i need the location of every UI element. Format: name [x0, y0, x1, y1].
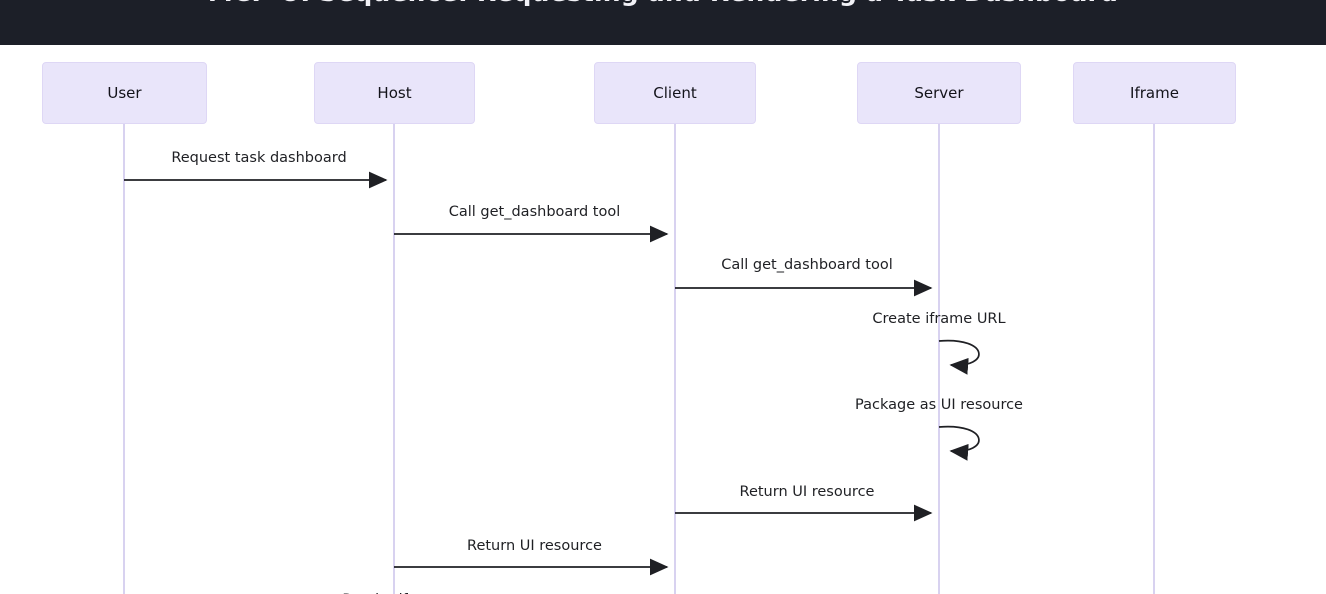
participant-box-client[interactable]: Client	[594, 62, 756, 124]
message-arrows-group	[124, 171, 980, 576]
participant-label-server: Server	[914, 84, 964, 102]
message-label-5: Return UI resource	[739, 484, 875, 500]
participant-label-iframe: Iframe	[1130, 84, 1179, 102]
participant-label-host: Host	[377, 84, 412, 102]
participant-box-server[interactable]: Server	[857, 62, 1021, 124]
message-label-2: Call get_dashboard tool	[721, 257, 893, 273]
participant-box-host[interactable]: Host	[314, 62, 475, 124]
diagram-title: MCP-UI Sequence: Requesting and Renderin…	[0, 0, 1326, 7]
diagram-canvas: User Host Client Server Iframe Request task …	[0, 45, 1326, 594]
message-label-1: Call get_dashboard tool	[448, 204, 621, 220]
self-message-3	[938, 339, 980, 375]
participant-label-client: Client	[653, 84, 697, 102]
message-label-3: Create iframe URL	[872, 311, 1006, 327]
diagram-vector-layer	[123, 124, 1155, 594]
clipped-message-label: Render iframe	[342, 592, 445, 594]
participant-box-user[interactable]: User	[42, 62, 207, 124]
message-label-0: Request task dashboard	[171, 150, 347, 166]
message-label-4: Package as UI resource	[855, 397, 1023, 413]
participant-box-iframe[interactable]: Iframe	[1073, 62, 1236, 124]
message-label-6: Return UI resource	[467, 538, 602, 554]
participant-label-user: User	[107, 84, 142, 102]
title-banner: MCP-UI Sequence: Requesting and Renderin…	[0, 0, 1326, 45]
lifelines-group	[123, 124, 1155, 594]
self-message-4	[938, 425, 980, 461]
